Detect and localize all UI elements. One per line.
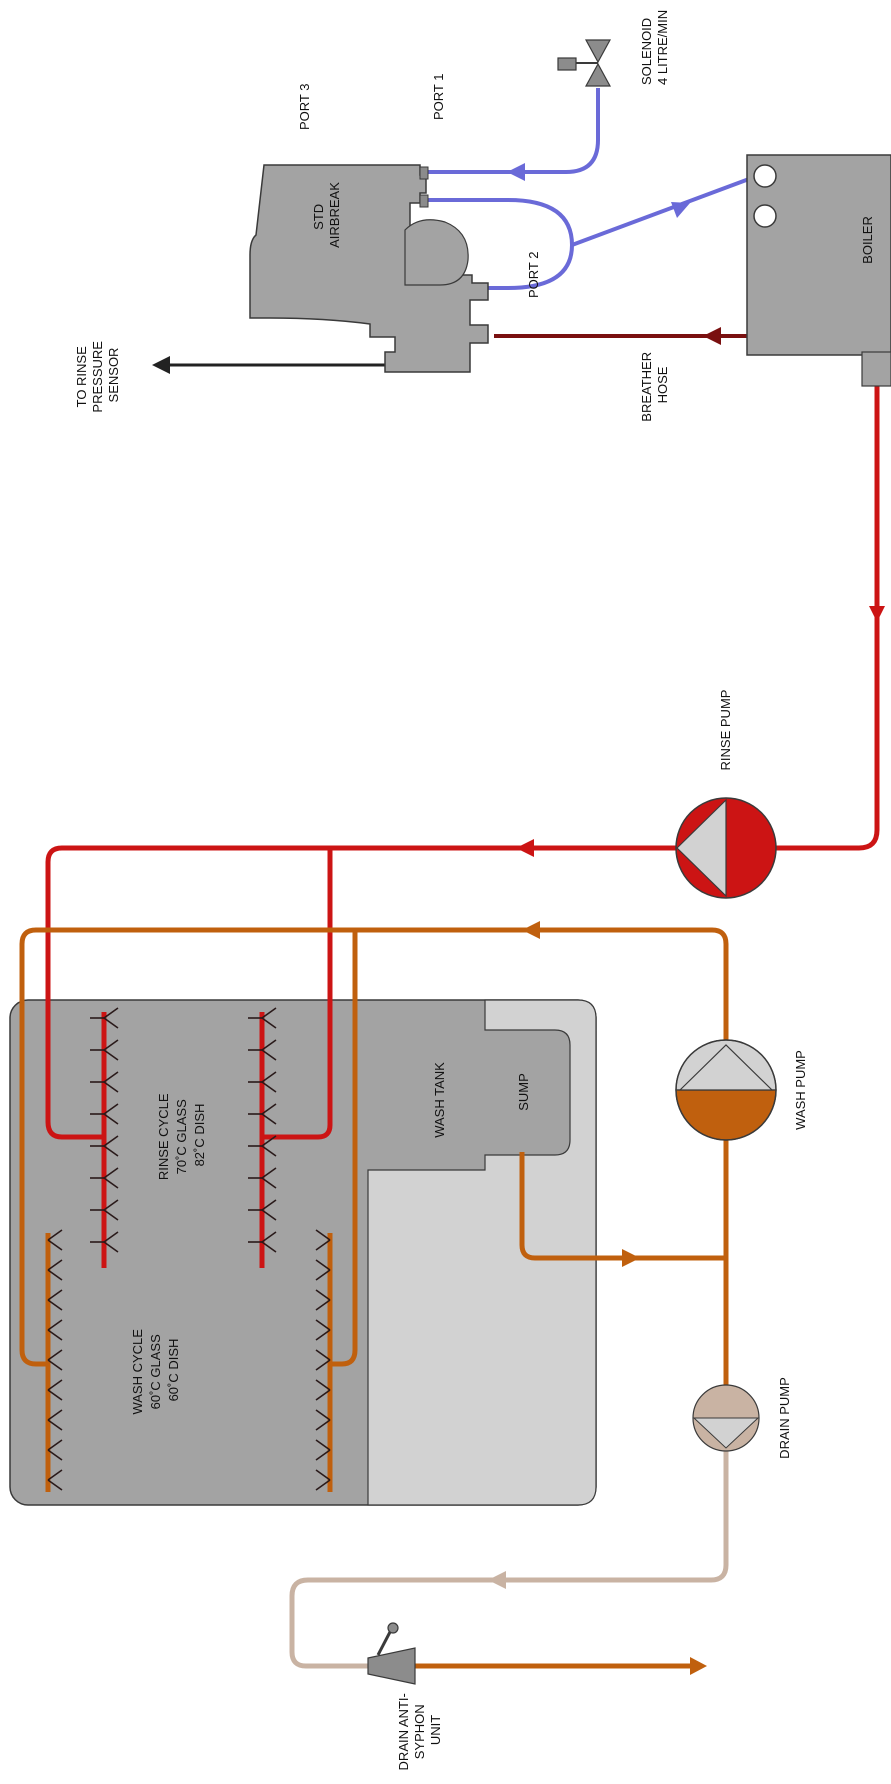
drain-discharge: [410, 1657, 707, 1675]
anti-syphon-valve-icon: [367, 1622, 416, 1685]
drain-anti-syphon-label: DRAIN ANTI- SYPHON UNIT: [396, 1690, 443, 1771]
sump-area: [367, 999, 597, 1506]
wash-pump: [675, 1039, 777, 1141]
flow-arrow-icon: [522, 921, 540, 939]
wash-cycle-label: WASH CYCLE 60˚C GLASS 60˚C DISH: [130, 1325, 181, 1414]
labels: SOLENOID 4 LITRE/MIN PORT 1 PORT 3 PORT …: [74, 10, 875, 1771]
wash-circuit: [19, 927, 729, 1492]
flow-arrow-icon: [516, 839, 534, 857]
pump-icon: [692, 1417, 760, 1449]
pump-icon: [676, 798, 727, 898]
wash-spray-nozzles: [47, 1229, 331, 1491]
pressure-sensor-line: [152, 356, 385, 374]
boiler-inlet-port: [753, 164, 777, 188]
wash-tank-label: WASH TANK: [432, 1062, 447, 1138]
pump-icon: [678, 1044, 774, 1091]
rinse-spray-nozzles: [90, 1007, 277, 1253]
flow-arrow-icon: [690, 1657, 707, 1675]
rinse-pump-label: RINSE PUMP: [718, 690, 733, 771]
boiler: [746, 154, 891, 387]
airbreak: [249, 164, 489, 373]
solenoid-label: SOLENOID 4 LITRE/MIN: [639, 10, 670, 85]
flow-arrow-icon: [703, 327, 721, 345]
port-3-label: PORT 3: [297, 84, 312, 130]
flow-arrow-icon: [671, 202, 690, 218]
flow-arrow-icon: [488, 1571, 506, 1589]
wash-tank: [9, 999, 597, 1506]
flow-arrow-icon: [152, 356, 170, 374]
flow-arrow-icon: [869, 606, 885, 622]
wash-pump-label: WASH PUMP: [793, 1050, 808, 1130]
flow-arrows: [488, 163, 885, 1589]
boiler-label: BOILER: [860, 216, 875, 264]
solenoid-valve-icon: [557, 39, 612, 87]
port-2-label: PORT 2: [526, 252, 541, 298]
airbreak-label: STD AIRBREAK: [311, 182, 342, 248]
sump-label: SUMP: [516, 1073, 531, 1111]
flow-arrow-icon: [507, 163, 525, 181]
drain-pump: [692, 1384, 760, 1452]
to-rinse-pressure-sensor-label: TO RINSE PRESSURE SENSOR: [74, 337, 121, 412]
drain-pump-label: DRAIN PUMP: [777, 1377, 792, 1459]
fresh-water-circuit: [425, 88, 758, 290]
rinse-circuit: [45, 386, 880, 1268]
rinse-pump: [675, 797, 777, 899]
port-1-label: PORT 1: [431, 74, 446, 120]
boiler-breather-port: [753, 204, 777, 228]
flow-arrow-icon: [622, 1249, 640, 1267]
breather-hose-label: BREATHER HOSE: [639, 348, 670, 421]
rinse-cycle-label: RINSE CYCLE 70˚C GLASS 82˚C DISH: [156, 1090, 207, 1180]
